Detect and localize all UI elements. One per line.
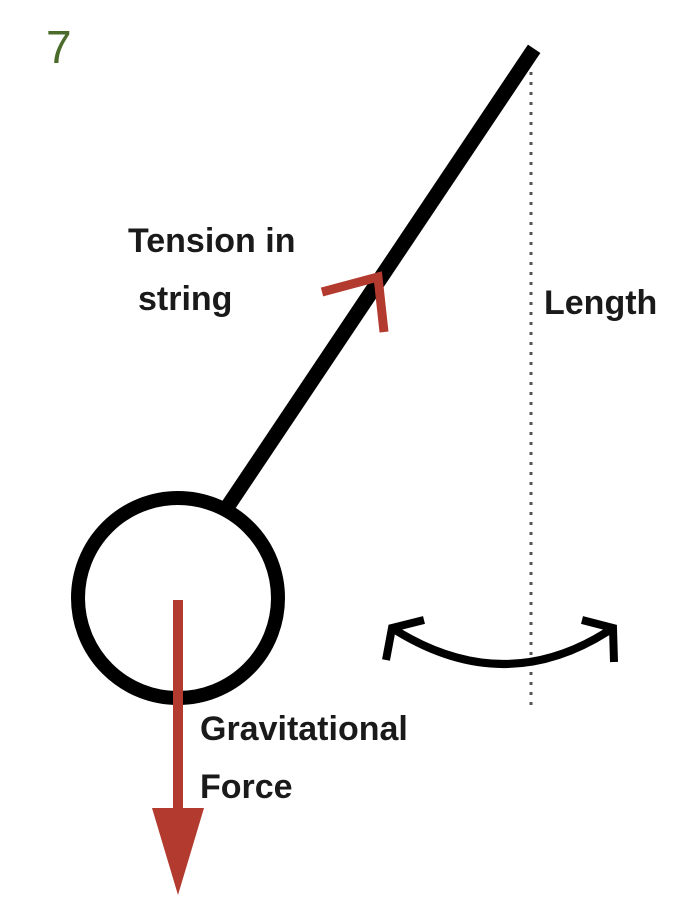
tension-label-line-2: string <box>138 280 233 318</box>
gravity-label-line-2: Force <box>200 768 293 806</box>
swing-arc <box>389 624 616 668</box>
length-label: Length <box>544 284 658 322</box>
gravity-label: Gravitational Force <box>200 700 408 816</box>
swing-arrowhead-left <box>382 616 425 661</box>
tension-arrow <box>320 271 389 333</box>
gravity-arrow-head <box>152 808 204 895</box>
swing-arrowhead-right <box>581 616 618 663</box>
gravity-label-line-1: Gravitational <box>200 710 408 748</box>
figure-number: 7 <box>46 21 72 73</box>
tension-label-line-1: Tension in <box>128 222 296 260</box>
tension-label: Tension in string <box>128 212 295 328</box>
